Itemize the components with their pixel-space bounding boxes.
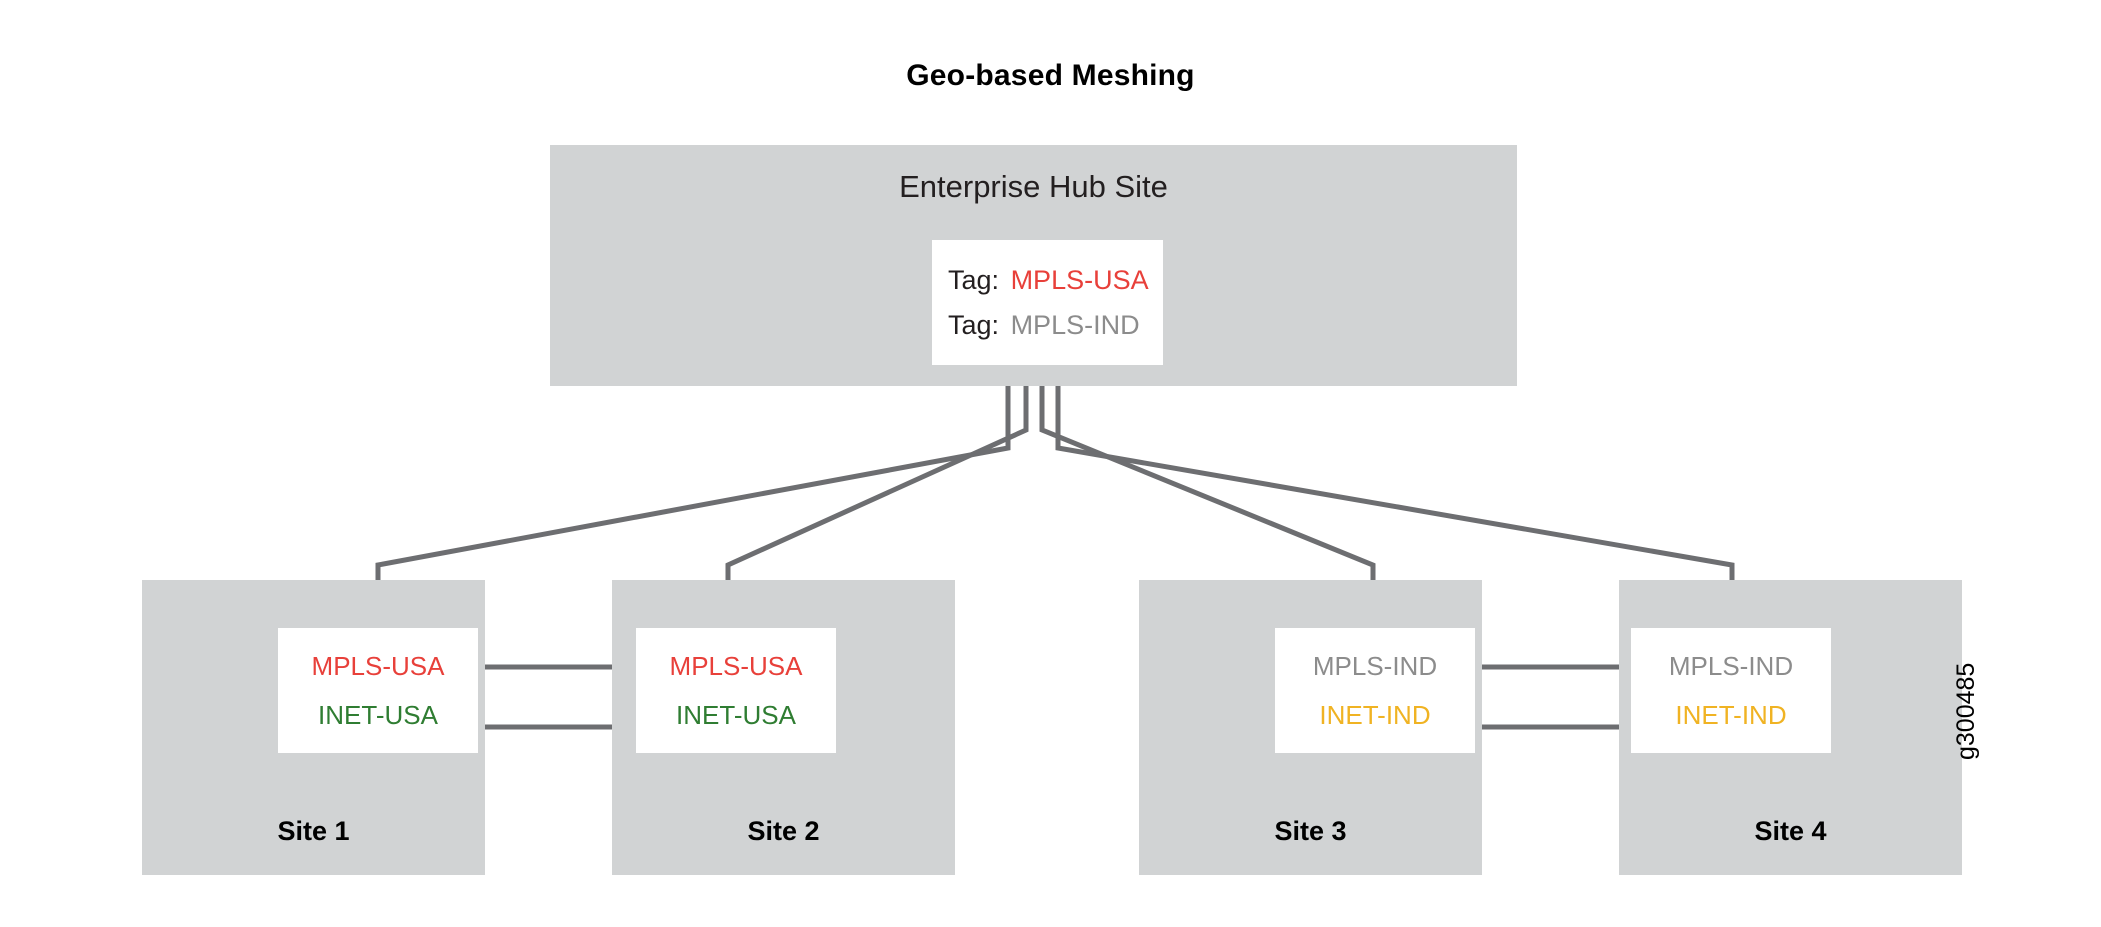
- hub-tag-value: MPLS-IND: [1010, 309, 1140, 340]
- hub-tag-row: Tag: MPLS-USA: [932, 258, 1163, 303]
- hub-title: Enterprise Hub Site: [899, 169, 1168, 204]
- site-card-4: MPLS-IND INET-IND: [1631, 628, 1831, 753]
- site-link-label: MPLS-IND: [1668, 650, 1794, 681]
- site-card-1: MPLS-USA INET-USA: [278, 628, 478, 753]
- site-link-label: MPLS-USA: [311, 650, 445, 681]
- hub-tag-label: Tag:: [948, 264, 1000, 295]
- hub-tag-card: Tag: MPLS-USA Tag: MPLS-IND: [932, 240, 1163, 365]
- site-box-3[interactable]: MPLS-IND INET-IND Site 3: [1139, 580, 1482, 875]
- site-name-label: Site 2: [747, 816, 820, 846]
- site-link-label: INET-USA: [676, 699, 796, 730]
- figure-id-watermark: g300485: [1952, 662, 1980, 760]
- site-link-label: INET-IND: [1319, 699, 1431, 730]
- site-link-label: INET-IND: [1675, 699, 1787, 730]
- site-card-2: MPLS-USA INET-USA: [636, 628, 836, 753]
- hub-tag-value: MPLS-USA: [1010, 264, 1149, 295]
- site-name-label: Site 1: [277, 816, 350, 846]
- site-box-2[interactable]: MPLS-USA INET-USA Site 2: [612, 580, 955, 875]
- site-box-1[interactable]: MPLS-USA INET-USA Site 1: [142, 580, 485, 875]
- page-title: Geo-based Meshing: [906, 59, 1195, 92]
- site-link-label: INET-USA: [318, 699, 438, 730]
- site-name-label: Site 4: [1754, 816, 1827, 846]
- enterprise-hub-site[interactable]: Enterprise Hub Site Tag: MPLS-USA Tag: M…: [550, 145, 1517, 386]
- site-name-label: Site 3: [1274, 816, 1347, 846]
- hub-tag-row: Tag: MPLS-IND: [932, 303, 1163, 348]
- hub-tag-label: Tag:: [948, 309, 1000, 340]
- site-link-label: MPLS-IND: [1312, 650, 1438, 681]
- site-box-4[interactable]: MPLS-IND INET-IND Site 4: [1619, 580, 1962, 875]
- site-card-3: MPLS-IND INET-IND: [1275, 628, 1475, 753]
- site-link-label: MPLS-USA: [669, 650, 803, 681]
